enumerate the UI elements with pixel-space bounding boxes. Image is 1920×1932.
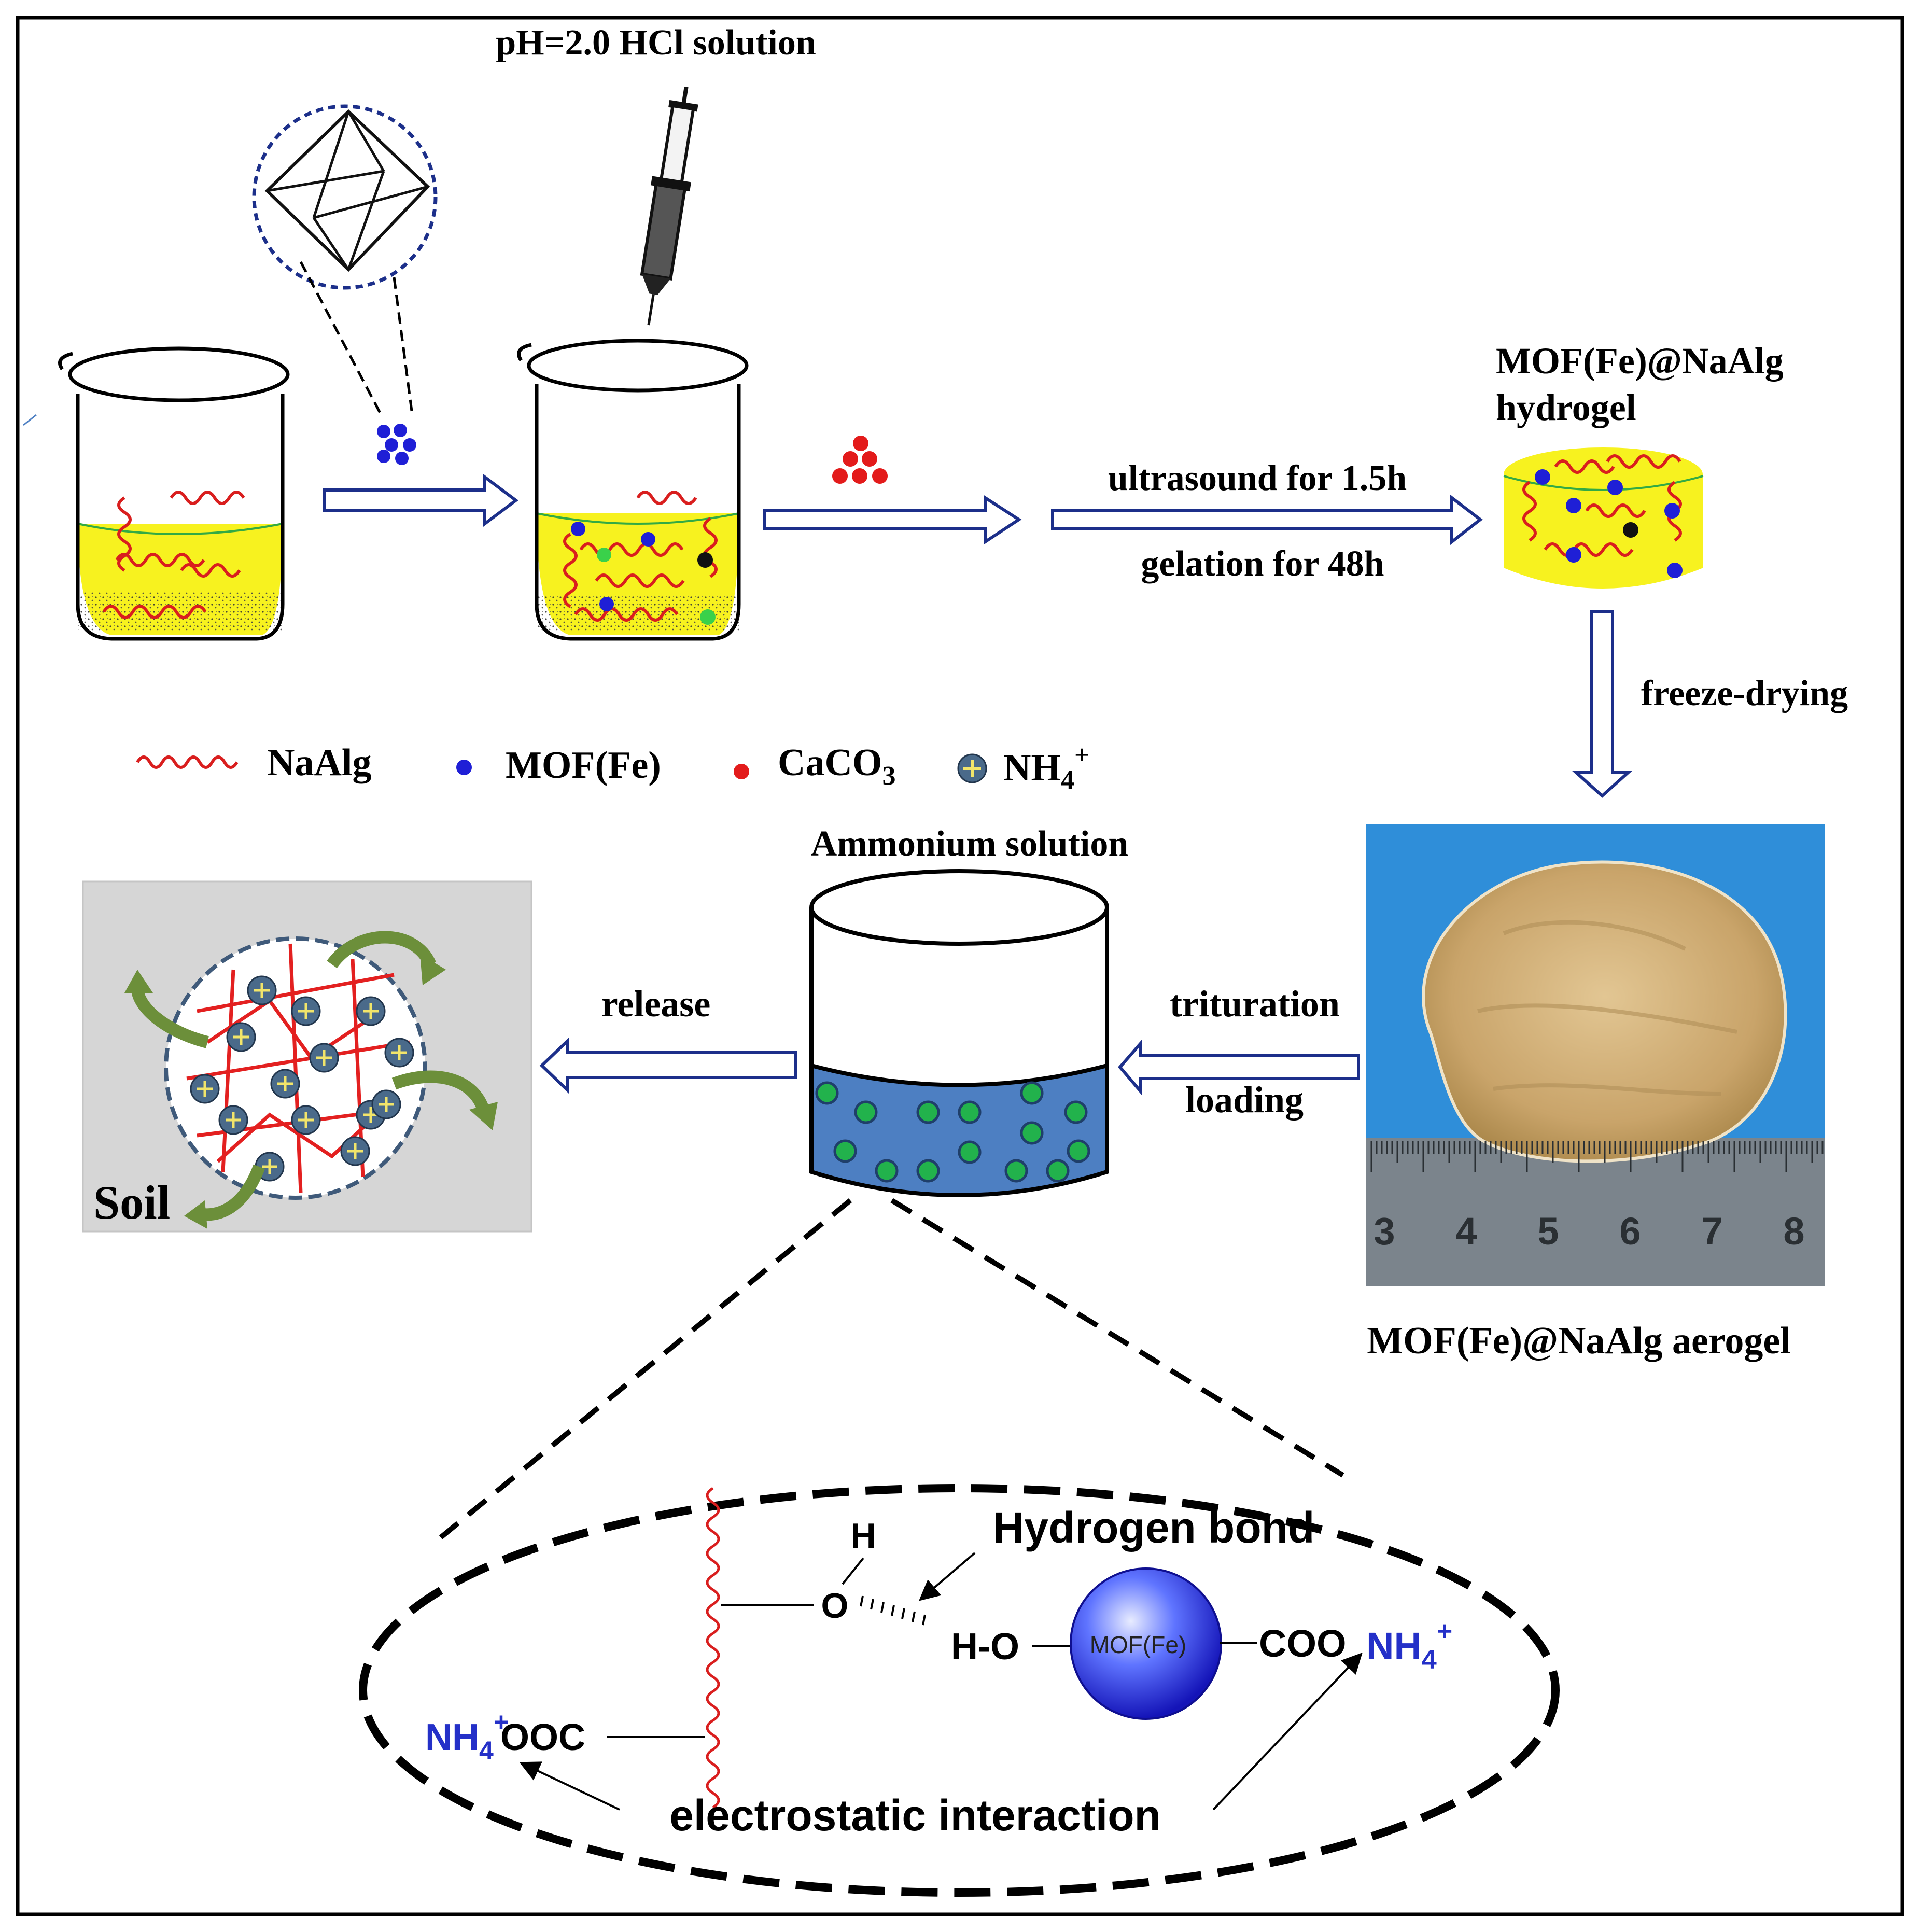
mof-crystal-zoom	[252, 104, 438, 416]
ammonium-particle	[1046, 1159, 1070, 1183]
ammonium-particle	[875, 1159, 899, 1183]
nh4-ion	[356, 996, 386, 1026]
ammonium-particle	[958, 1100, 982, 1124]
hydrogen-bond-label: Hydrogen bond	[993, 1503, 1315, 1552]
nh4-ion	[247, 975, 277, 1005]
soil-label: Soil	[93, 1176, 170, 1229]
zoom-line-left	[439, 1198, 852, 1539]
legend-naalg-label: NaAlg	[267, 741, 371, 784]
inset-nh4-right: NH4+	[1366, 1616, 1452, 1675]
mof-cluster	[377, 424, 416, 465]
nh4-ion	[371, 1089, 401, 1119]
ammonium-container	[809, 869, 1109, 1197]
arrow-release	[539, 1037, 797, 1095]
ammonium-particle	[815, 1081, 839, 1105]
gelation-label: gelation for 48h	[1141, 544, 1384, 584]
inset-ooc-label: OOC	[500, 1717, 585, 1758]
inset-h-o-label: H-O	[951, 1626, 1019, 1668]
legend: NaAlg MOF(Fe) CaCO3 NH4+	[136, 740, 1090, 795]
hydrogel-subtitle: hydrogel	[1496, 387, 1636, 428]
ammonium-particle	[1020, 1121, 1044, 1145]
legend-naalg-swatch	[136, 755, 239, 769]
arrow-loading	[1118, 1039, 1360, 1096]
ammonium-particle	[1067, 1139, 1090, 1163]
caco3-cluster	[832, 436, 888, 484]
hydrogel-disc	[1503, 447, 1704, 589]
nh4-ion	[384, 1038, 414, 1068]
ruler-number: 4	[1455, 1210, 1477, 1253]
nh4-ion	[291, 996, 321, 1026]
legend-caco3-label: CaCO3	[778, 741, 895, 791]
inset-h-top: H	[850, 1516, 876, 1556]
ammonium-particle	[1064, 1100, 1088, 1124]
loading-label: loading	[1185, 1079, 1304, 1121]
nh4-ion	[309, 1043, 339, 1073]
ruler-number: 3	[1374, 1210, 1395, 1253]
trituration-label: trituration	[1170, 983, 1340, 1025]
legend-caco3-swatch	[734, 764, 749, 779]
ammonium-particles	[815, 1081, 1090, 1183]
release-label: release	[601, 983, 711, 1025]
nh4-ion	[226, 1022, 256, 1052]
mof-particle-label: MOF(Fe)	[1090, 1631, 1187, 1658]
arrow-gelation	[1051, 494, 1483, 545]
aerogel-photo: 3 4 5 6 7 8	[1366, 824, 1825, 1286]
beaker-naalg	[58, 346, 290, 641]
hydrogen-bond-hash	[860, 1595, 926, 1626]
legend-mof-swatch	[456, 760, 472, 775]
inset-polymer-chain	[706, 1487, 720, 1809]
beaker-naalg-mof	[517, 339, 749, 641]
ruler-number: 7	[1701, 1210, 1722, 1253]
ammonium-particle	[1004, 1159, 1028, 1183]
nh4-ion	[218, 1105, 248, 1135]
electrostatic-label: electrostatic interaction	[669, 1791, 1161, 1840]
syringe	[640, 87, 698, 326]
arrow-add-caco3	[763, 495, 1022, 545]
inset-nh4-left: NH4+	[425, 1707, 509, 1765]
ruler-number: 6	[1619, 1210, 1641, 1253]
edge-mark	[23, 414, 37, 426]
legend-mof-label: MOF(Fe)	[506, 744, 661, 787]
ruler-ticks	[1370, 1141, 1824, 1172]
interaction-inset: H O Hydrogen bond H-O MOF(Fe) COO NH4+ N…	[359, 1484, 1560, 1897]
hydrogel-title: MOF(Fe)@NaAlg	[1496, 340, 1784, 382]
ammonium-particle	[916, 1159, 940, 1183]
ammonium-particle	[854, 1100, 878, 1124]
inset-coo-label: COO	[1259, 1622, 1347, 1665]
arrow-freeze-drying	[1572, 610, 1632, 799]
nh4-ion	[270, 1069, 300, 1099]
ruler-numbers: 3 4 5 6 7 8	[1374, 1210, 1804, 1253]
nh4-ion	[190, 1074, 220, 1104]
ammonium-particle	[958, 1140, 982, 1164]
ammonium-particle	[833, 1139, 857, 1163]
hcl-label: pH=2.0 HCl solution	[496, 23, 816, 63]
freeze-drying-label: freeze-drying	[1641, 674, 1848, 713]
arrow-add-mof	[323, 474, 518, 527]
ammonium-particle	[916, 1100, 940, 1124]
ruler-number: 8	[1783, 1210, 1804, 1253]
legend-nh4-swatch	[957, 753, 987, 783]
aerogel-label: MOF(Fe)@NaAlg aerogel	[1367, 1320, 1790, 1362]
soil-panel: Soil	[82, 880, 532, 1233]
ammonium-particle	[1020, 1081, 1044, 1105]
zoom-line-right	[890, 1198, 1344, 1478]
ammonium-solution-label: Ammonium solution	[811, 824, 1129, 864]
inset-o-top: O	[821, 1586, 849, 1626]
legend-nh4-label: NH4+	[1003, 740, 1090, 795]
ruler-number: 5	[1537, 1210, 1559, 1253]
nh4-ion	[340, 1136, 370, 1166]
ultrasound-label: ultrasound for 1.5h	[1108, 458, 1407, 498]
nh4-ion	[291, 1105, 321, 1135]
